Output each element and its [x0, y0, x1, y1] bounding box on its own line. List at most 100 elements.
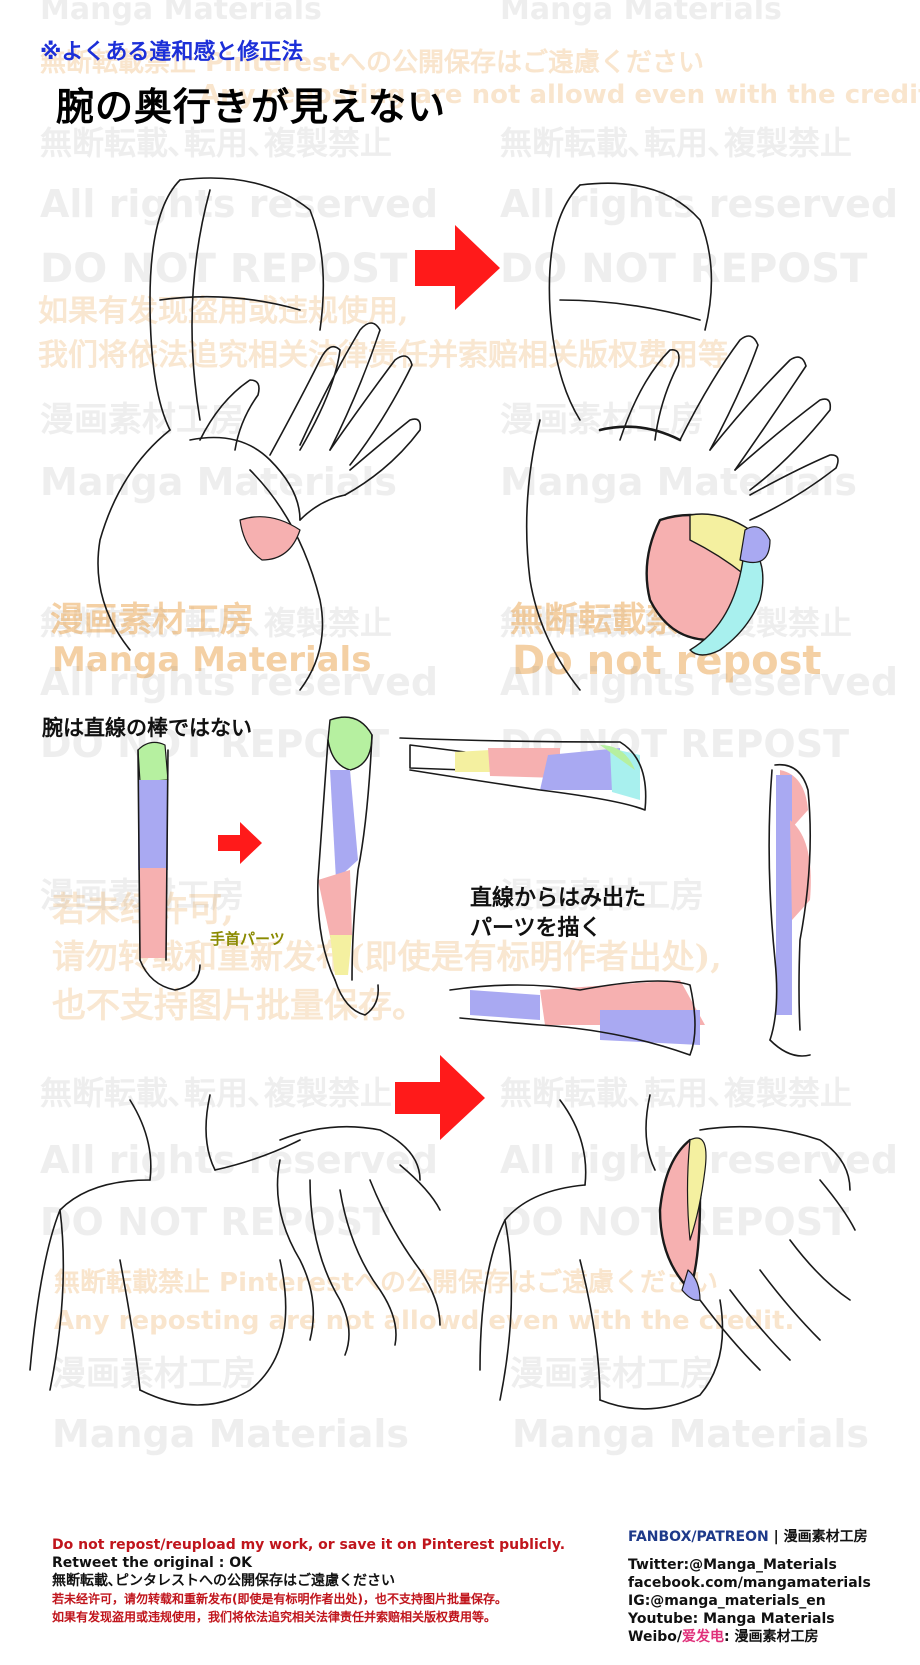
arm-outline — [768, 769, 778, 1041]
label-line: パーツを描く — [470, 916, 602, 941]
forearm-pink-part — [140, 868, 166, 958]
neck-outline — [205, 1094, 216, 1171]
label-wrist-parts: 手首パーツ — [210, 930, 285, 948]
arm-outline — [399, 737, 647, 811]
torso-outline — [49, 1209, 65, 1391]
thumb — [819, 1179, 856, 1231]
arm-outline — [449, 980, 696, 1056]
palm-outline — [299, 494, 346, 521]
shoulder-outline — [29, 1179, 151, 1371]
torso-outline — [139, 1259, 287, 1406]
finger — [344, 418, 422, 496]
weibo-line[interactable]: Weibo/爱发电: 漫画素材工房 — [628, 1628, 871, 1646]
arm-outline — [137, 749, 169, 961]
footer-notice: Do not repost/reupload my work, or save … — [52, 1536, 565, 1626]
arrow-right-icon — [218, 822, 262, 864]
forearm-pink-part — [488, 748, 560, 778]
instagram-link[interactable]: IG:@manga_materials_en — [628, 1593, 826, 1609]
figure-torso-hand-after — [479, 1094, 856, 1410]
neck-outline — [129, 1099, 152, 1181]
facebook-link[interactable]: facebook.com/mangamaterials — [628, 1575, 871, 1591]
figure-head-hand-after — [525, 182, 839, 691]
separator: | — [768, 1529, 784, 1545]
wrist-highlight — [239, 516, 301, 561]
arm-straight-diagram — [137, 741, 201, 991]
wrist-yellow-part — [455, 750, 492, 772]
thumb — [199, 379, 260, 451]
torso-outline — [499, 1219, 513, 1401]
finger — [329, 355, 413, 466]
head-outline — [149, 179, 181, 431]
torso-outline — [579, 1259, 601, 1401]
footer-fanbox-line: FANBOX/PATREON | 漫画素材工房 — [628, 1528, 871, 1546]
arm-vertical-right — [768, 763, 812, 1057]
finger — [339, 1189, 397, 1346]
hand-outline — [139, 959, 201, 991]
arrow-right-icon — [415, 225, 500, 310]
finger — [729, 1289, 791, 1361]
shoulder-cyan-part — [610, 748, 640, 800]
finger — [276, 1159, 315, 1341]
arm-outline — [774, 763, 812, 1031]
upperarm-cyan-part — [689, 539, 764, 656]
arm-outline — [317, 739, 336, 981]
shoulder-green-part — [327, 716, 373, 771]
torso-outline — [599, 1299, 724, 1410]
neck-outline — [645, 1094, 656, 1171]
page-subtitle: ※よくある違和感と修正法 — [40, 40, 304, 65]
head-contour — [159, 295, 301, 311]
head-contour — [191, 189, 211, 421]
finger — [749, 454, 839, 521]
body-outline — [249, 469, 324, 691]
shoulder-outline — [214, 1139, 301, 1171]
palm-outline — [189, 436, 301, 521]
arm-outline — [351, 734, 373, 981]
forearm-pink-part — [790, 820, 811, 920]
footer-line-cn1: 若未经许可，请勿转载和重新发布(即使是有标明作者出处)，也不支持图片批量保存。 — [52, 1592, 507, 1606]
footer-line-jp: 無断転載､ピンタレストへの公開保存はご遠慮ください — [52, 1573, 395, 1589]
thumb — [619, 348, 680, 441]
figure-head-hand-before — [97, 177, 422, 691]
hand-outline — [699, 1125, 851, 1191]
figure-torso-hand-before — [29, 1094, 441, 1406]
label-arm-not-straight: 腕は直線の棒ではない — [42, 716, 252, 740]
youtube-link[interactable]: Youtube: Manga Materials — [628, 1611, 835, 1627]
finger — [269, 345, 341, 456]
head-outline — [548, 184, 581, 421]
footer-line-cn2: 如果有发现盗用或违规使用，我们将依法追究相关法律责任并索赔相关版权费用等。 — [52, 1610, 497, 1624]
body-outline — [525, 419, 581, 691]
thumb — [399, 1164, 441, 1211]
head-outline — [179, 177, 325, 331]
elbow-blue-part — [739, 526, 771, 564]
finger — [309, 1179, 350, 1356]
upperarm-blue-part — [540, 748, 620, 790]
arrow-right-icon — [395, 1055, 485, 1140]
shoulder-outline — [479, 1184, 586, 1371]
hand-outline — [334, 979, 380, 1016]
label-line: 直線からはみ出た — [470, 886, 647, 911]
twitter-link[interactable]: Twitter:@Manga_Materials — [628, 1557, 837, 1573]
arm-horizontal-bottom — [449, 980, 705, 1056]
head-outline — [579, 182, 713, 331]
weibo-app: 爱发电 — [682, 1629, 724, 1645]
weibo-suffix: : 漫画素材工房 — [724, 1629, 819, 1645]
weibo-prefix: Weibo/ — [628, 1629, 682, 1645]
arm-horizontal-top — [399, 737, 647, 811]
upperarm-blue-part — [600, 1010, 700, 1045]
finger — [299, 322, 381, 451]
footer-links: FANBOX/PATREON | 漫画素材工房 Twitter:@Manga_M… — [628, 1528, 871, 1646]
footer-line-retweet: Retweet the original : OK — [52, 1555, 252, 1571]
finger — [369, 1179, 441, 1326]
arm-curved-diagram — [317, 716, 380, 1016]
head-contour — [559, 299, 701, 321]
finger — [789, 1239, 851, 1301]
hand-outline — [769, 1039, 811, 1057]
shoulder-green-part — [600, 745, 635, 770]
finger — [699, 1299, 761, 1371]
finger — [709, 356, 807, 471]
fanbox-link[interactable]: FANBOX/PATREON — [628, 1529, 769, 1545]
hand-blue-part — [470, 990, 540, 1020]
hand-outline — [279, 1125, 421, 1181]
finger — [679, 335, 759, 451]
